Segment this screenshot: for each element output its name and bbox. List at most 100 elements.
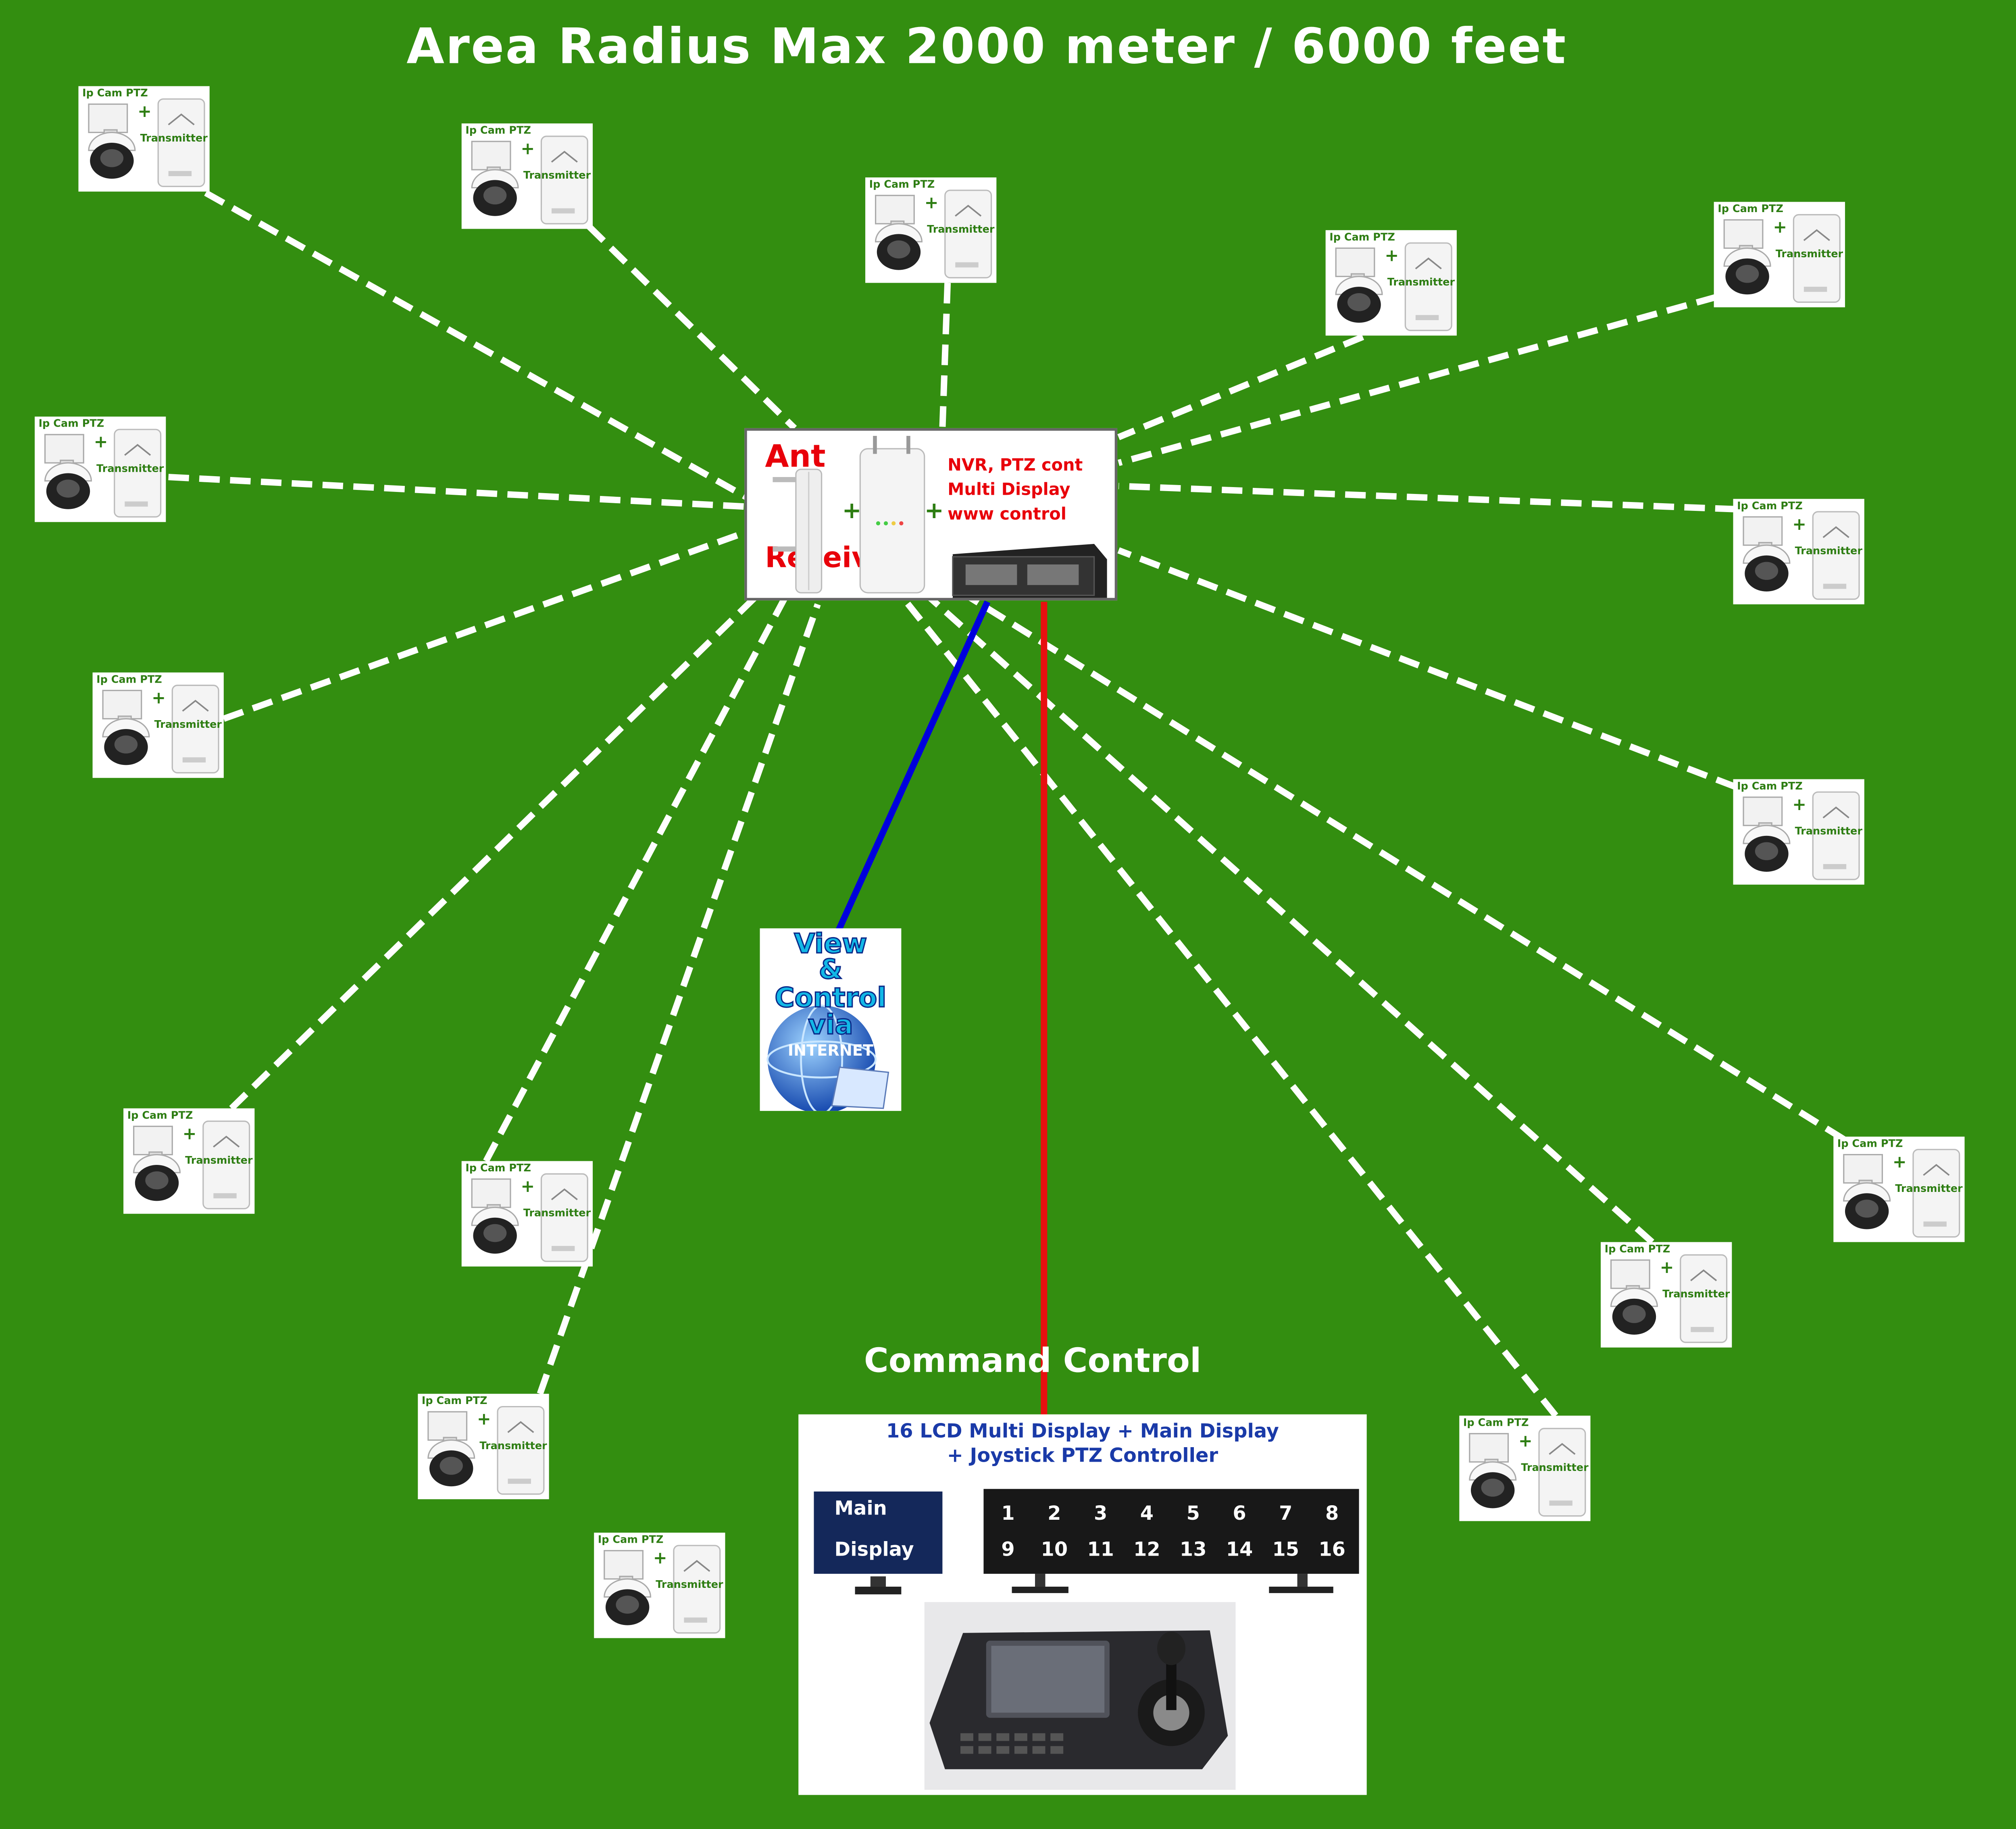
transmitter-label: Transmitter <box>1662 1288 1730 1300</box>
command-line-1: 16 LCD Multi Display + Main Display <box>886 1419 1279 1443</box>
camera-transmitter-node: Ip Cam PTZ + Transmitter <box>461 1161 593 1267</box>
camera-transmitter-node: Ip Cam PTZ+Transmitter <box>594 1533 725 1638</box>
camera-plus: + <box>1792 515 1806 535</box>
camera-plus: + <box>152 689 166 709</box>
camera-transmitter-node: Ip Cam PTZ+Transmitter <box>1601 1242 1732 1348</box>
ptz-camera-icon <box>1843 1149 1960 1238</box>
ptz-camera-icon <box>1335 242 1452 331</box>
hub-ant-label: Ant <box>765 438 826 475</box>
globe-icon <box>766 1004 889 1111</box>
transmitter-label: Transmitter <box>154 719 222 731</box>
ptz-camera-icon <box>1743 511 1860 600</box>
wireless-link-line <box>1117 334 1364 440</box>
wireless-link-line <box>897 592 1558 1418</box>
lcd-screen-cell: 4 <box>1140 1502 1154 1525</box>
camera-label: Ip Cam PTZ <box>1837 1138 1903 1150</box>
camera-label: Ip Cam PTZ <box>38 418 104 430</box>
wireless-link-line <box>939 283 951 429</box>
lcd-screen-cell: 9 <box>1001 1537 1015 1561</box>
wireless-link-line <box>1117 547 1737 790</box>
camera-label: Ip Cam PTZ <box>96 673 162 685</box>
camera-label: Ip Cam PTZ <box>1737 780 1803 792</box>
lcd-screen-cell: 7 <box>1279 1502 1293 1525</box>
lcd-screen-cell: 1 <box>1001 1502 1015 1525</box>
hub-plus-1: + <box>842 498 862 525</box>
ptz-camera-icon <box>875 190 992 279</box>
camera-transmitter-node: Ip Cam PTZ+Transmitter <box>78 86 210 192</box>
camera-transmitter-node: Ip Cam PTZ+Transmitter <box>1325 230 1457 336</box>
lcd-screen-cell: 2 <box>1048 1502 1061 1525</box>
camera-label: Ip Cam PTZ <box>1718 203 1783 215</box>
camera-transmitter-node: Ip Cam PTZ+Transmitter <box>1733 499 1864 604</box>
lcd-screen-cell: 6 <box>1233 1502 1246 1525</box>
command-line-2: + Joystick PTZ Controller <box>947 1444 1218 1467</box>
camera-plus: + <box>477 1410 491 1430</box>
wireless-link-line <box>168 474 746 510</box>
transmitter-label: Transmitter <box>1895 1183 1963 1195</box>
camera-transmitter-node: Ip Cam PTZ+Transmitter <box>35 417 166 522</box>
diagram-title: Area Radius Max 2000 meter / 6000 feet <box>406 18 1567 75</box>
hub-equipment-icons <box>773 436 1107 598</box>
camera-transmitter-node: Ip Cam PTZ + Transmitter <box>865 177 997 283</box>
lcd-screen-cell: 16 <box>1318 1537 1345 1561</box>
internet-word: via <box>807 1009 854 1040</box>
camera-plus: + <box>1660 1258 1674 1278</box>
ptz-camera-icon <box>471 135 588 225</box>
transmitter-label: Transmitter <box>523 169 591 181</box>
monitor-stand-icon <box>855 1574 1333 1595</box>
ptz-camera-icon <box>133 1121 250 1210</box>
main-display-monitor: Main Display <box>814 1492 943 1574</box>
camera-plus: + <box>521 1177 535 1197</box>
ptz-camera-icon <box>471 1173 588 1262</box>
camera-label: Ip Cam PTZ <box>869 179 935 190</box>
transmitter-label: Transmitter <box>96 462 164 475</box>
wireless-link-line <box>204 190 760 507</box>
ptz-camera-icon <box>1743 791 1860 880</box>
camera-label: Ip Cam PTZ <box>465 1162 531 1174</box>
camera-label: Ip Cam PTZ <box>127 1109 193 1121</box>
camera-plus: + <box>1518 1432 1533 1452</box>
transmitter-label: Transmitter <box>523 1207 591 1219</box>
ptz-camera-icon <box>604 1545 721 1634</box>
camera-plus: + <box>1792 796 1806 815</box>
internet-word: Control <box>774 982 887 1013</box>
ptz-camera-icon <box>1610 1254 1728 1343</box>
nvr-rack-icon <box>952 544 1107 598</box>
hub-nvr-line: Multi Display <box>948 481 1070 500</box>
transmitter-label: Transmitter <box>1775 248 1843 260</box>
transmitter-label: Transmitter <box>185 1154 253 1167</box>
camera-transmitter-node: Ip Cam PTZ+Transmitter <box>1833 1136 1965 1242</box>
wireless-link-line <box>223 529 747 722</box>
lcd-screen-cell: 5 <box>1186 1502 1200 1525</box>
wireless-link-line <box>586 224 797 431</box>
lcd-screen-cell: 11 <box>1087 1537 1114 1561</box>
transmitter-label: Transmitter <box>1387 276 1455 288</box>
radio-receiver-icon <box>859 436 925 594</box>
camera-plus: + <box>1385 247 1399 267</box>
camera-plus: + <box>521 140 535 160</box>
camera-plus: + <box>924 194 939 214</box>
lcd-screen-cell: 14 <box>1226 1537 1253 1561</box>
camera-transmitter-node: Ip Cam PTZ+Transmitter <box>123 1108 255 1214</box>
transmitter-label: Transmitter <box>927 223 995 235</box>
joystick-controller-icon <box>924 1602 1236 1790</box>
ptz-camera-icon <box>1469 1428 1586 1517</box>
ptz-camera-icon <box>88 98 205 187</box>
internet-label: INTERNET <box>787 1041 874 1060</box>
command-hardware-icons <box>855 1574 1333 1790</box>
transmitter-label: Transmitter <box>656 1579 723 1591</box>
ptz-camera-icon <box>427 1406 545 1495</box>
transmitter-label: Transmitter <box>1521 1462 1589 1474</box>
main-display-word: Main <box>834 1496 887 1520</box>
lcd-screen-cell: 8 <box>1325 1502 1339 1525</box>
wireless-link-line <box>229 589 764 1111</box>
transmitter-label: Transmitter <box>1795 825 1862 837</box>
internet-access-node: View & Control via INTERNET <box>760 928 902 1111</box>
camera-plus: + <box>653 1549 667 1569</box>
camera-label: Ip Cam PTZ <box>1737 500 1803 512</box>
hub-nvr-line: NVR, PTZ cont <box>948 456 1083 476</box>
lcd-screen-cell: 10 <box>1041 1537 1068 1561</box>
camera-plus: + <box>137 103 152 122</box>
